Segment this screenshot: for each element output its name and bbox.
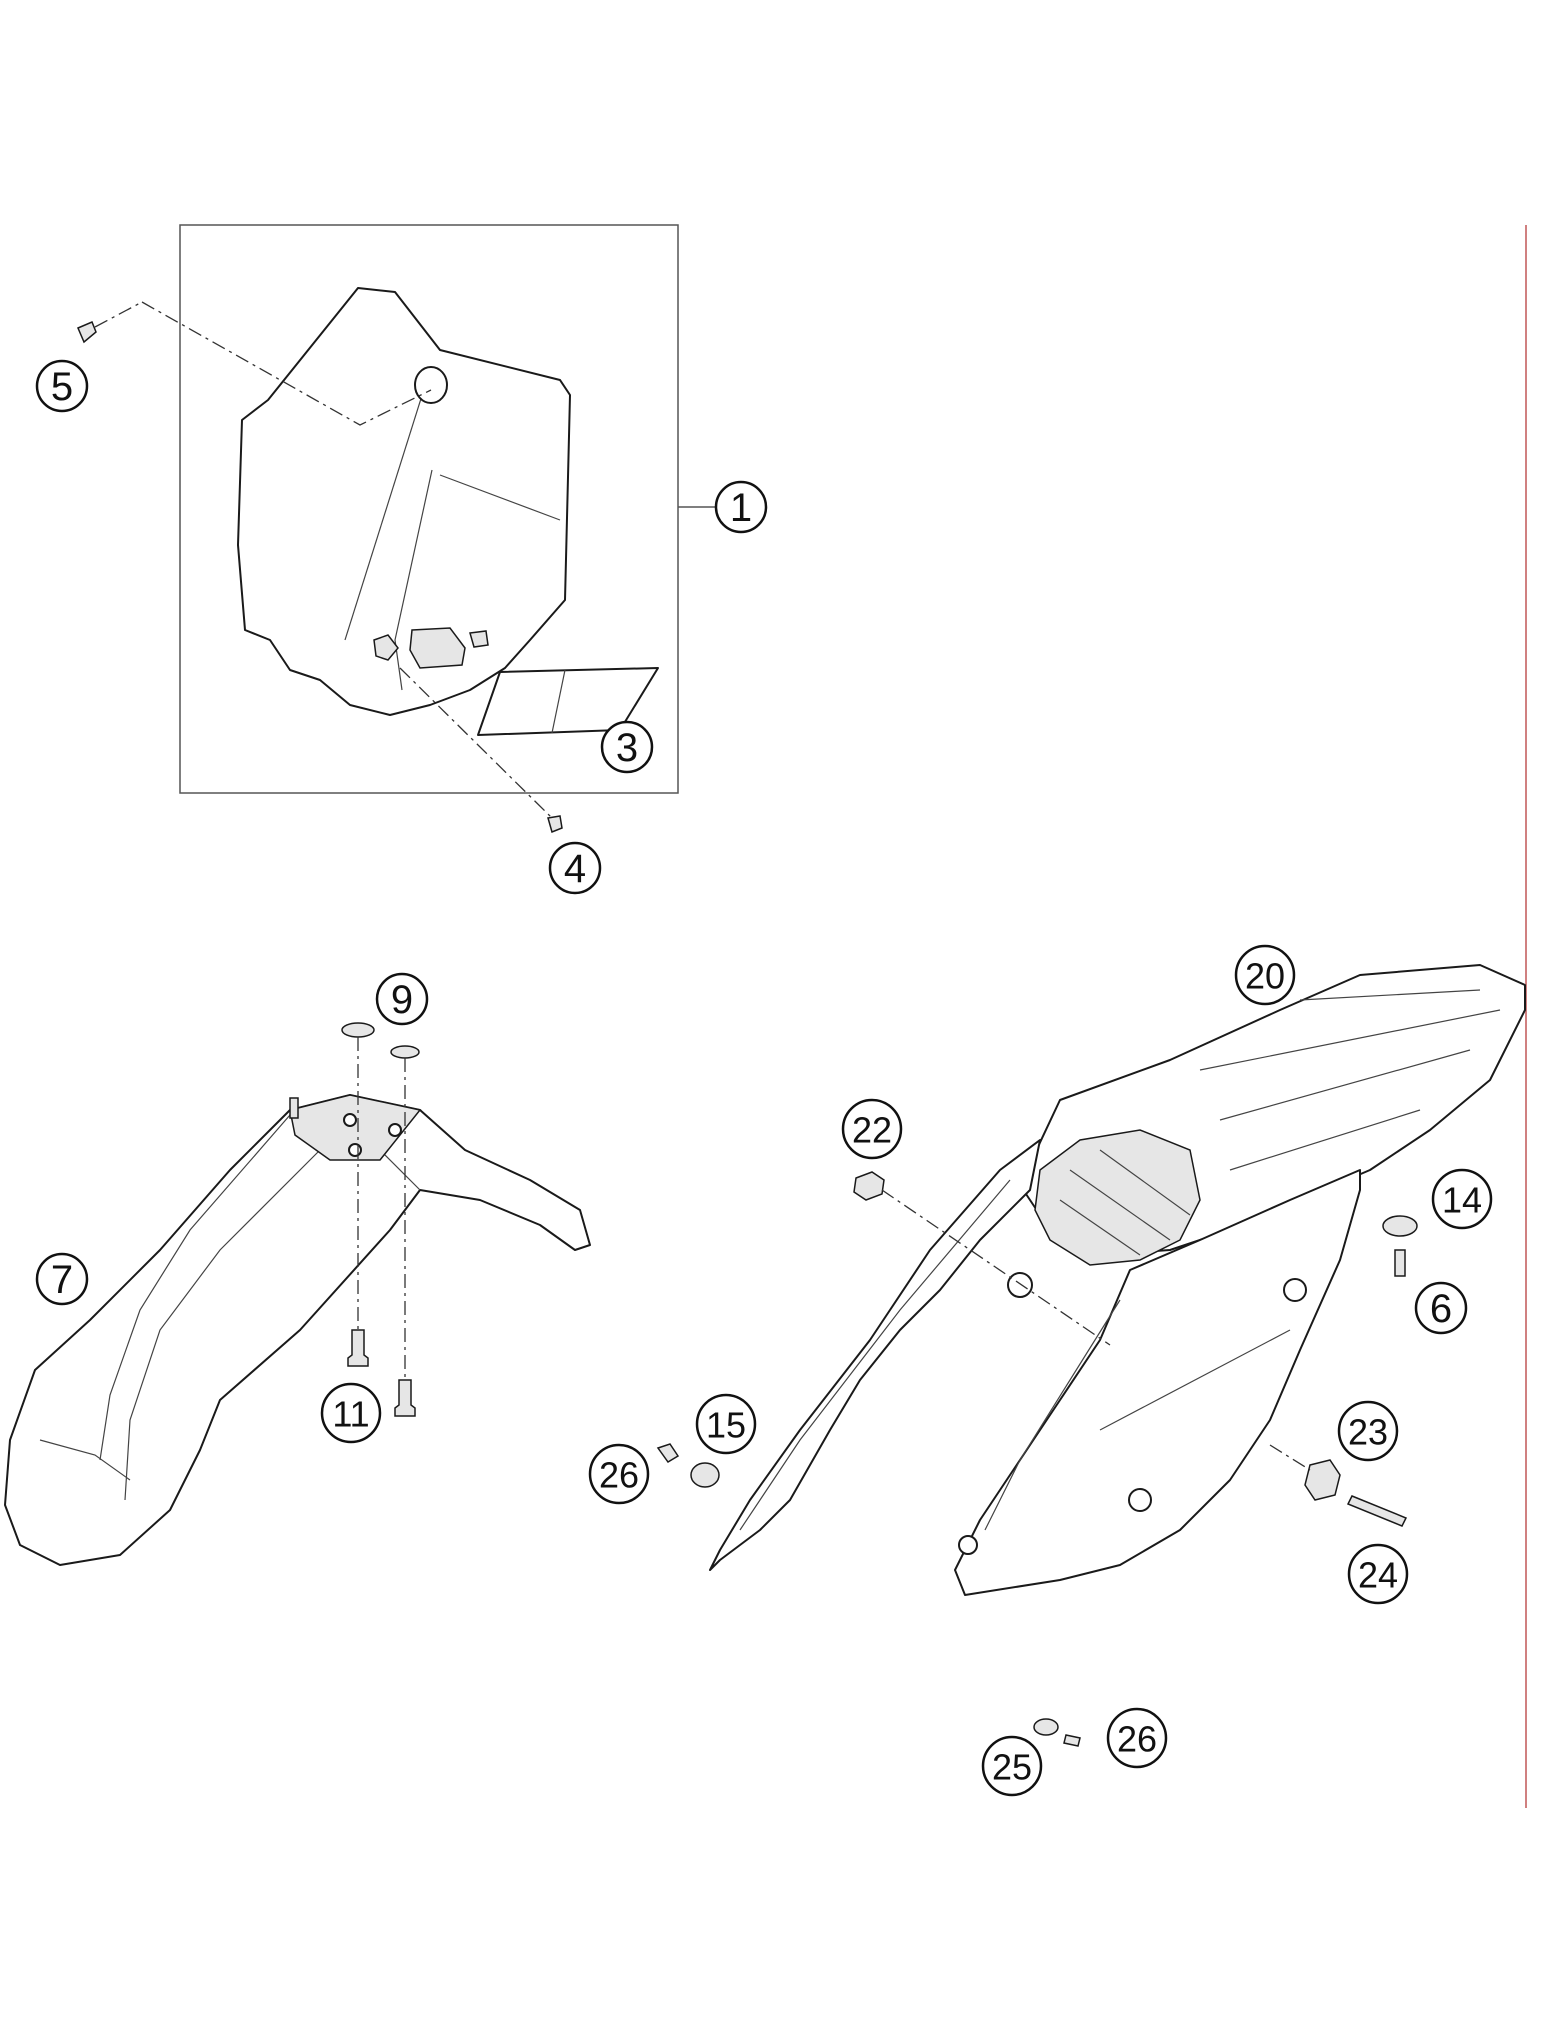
decal-divider (551, 669, 566, 734)
callout-3: 3 (600, 720, 654, 774)
washer-9b (390, 1045, 420, 1059)
rear-fender-well (1034, 1129, 1201, 1266)
right-panel-hole-2 (1128, 1488, 1152, 1512)
callout-24-label: 24 (1358, 1555, 1398, 1596)
rear-fender-mount-hole (1007, 1272, 1033, 1298)
callout-26-left-label: 26 (599, 1455, 639, 1496)
screw-26b (1063, 1734, 1081, 1747)
callout-5-label: 5 (51, 365, 73, 409)
callout-5: 5 (35, 359, 89, 413)
fender-pin (289, 1097, 299, 1119)
right-panel-hole-3 (958, 1535, 978, 1555)
callout-1: 1 (714, 480, 768, 534)
screw-5 (77, 321, 97, 344)
callout-4-label: 4 (564, 847, 586, 891)
plate-crease (344, 369, 431, 641)
left-side-panel (709, 1139, 1041, 1571)
spacer-23 (1304, 1459, 1341, 1501)
callout-22: 22 (841, 1098, 903, 1160)
axis-line-5 (94, 301, 143, 328)
axis-line-4 (399, 667, 553, 819)
fender-mount-hole-1 (343, 1113, 357, 1127)
bolt-24 (1346, 1495, 1408, 1527)
callout-7-label: 7 (51, 1258, 73, 1302)
callout-26-right-label: 26 (1117, 1719, 1157, 1760)
callout-25-label: 25 (992, 1747, 1032, 1788)
axis-line-23 (1269, 1444, 1311, 1471)
plate-mount-hole (414, 366, 448, 404)
fender-mount-plate (289, 1094, 422, 1161)
right-panel-rib-2 (1099, 1329, 1291, 1431)
fender-mount-hole-3 (348, 1143, 362, 1157)
plate-grommet (373, 634, 399, 661)
fender-mount-hole-2 (388, 1123, 402, 1137)
number-plate (237, 287, 571, 716)
rear-fender-well-lines (1059, 1149, 1191, 1256)
callout-15-label: 15 (706, 1405, 746, 1446)
callout-9-label: 9 (391, 978, 413, 1022)
rear-fender-rib-2 (1199, 1009, 1501, 1071)
callout-26-left: 26 (588, 1443, 650, 1505)
washer-9a (341, 1022, 375, 1038)
plate-clip (409, 627, 466, 669)
screw-6 (1394, 1249, 1406, 1277)
callout-11: 11 (320, 1382, 382, 1444)
callout-7: 7 (35, 1252, 89, 1306)
fender-rib-2 (124, 1149, 321, 1501)
callout-20: 20 (1234, 944, 1296, 1006)
plate-crease-2 (439, 474, 561, 521)
rear-fender-rib-3 (1219, 1049, 1471, 1121)
callout-22-label: 22 (852, 1110, 892, 1151)
bolt-11b (394, 1379, 416, 1417)
screw-26a (656, 1443, 680, 1463)
grommet-14 (1382, 1215, 1418, 1237)
fender-rib-1 (99, 1114, 291, 1461)
callout-11-label: 11 (332, 1394, 369, 1435)
callout-23-label: 23 (1348, 1412, 1388, 1453)
callout-14-label: 14 (1442, 1180, 1482, 1221)
screw-4 (547, 815, 563, 834)
rear-fender-group (656, 964, 1526, 1747)
axis-line-22 (881, 1189, 1111, 1346)
number-plate-group (77, 224, 716, 834)
callout-24: 24 (1347, 1543, 1409, 1605)
bolt-11a (347, 1329, 369, 1367)
callout-9: 9 (375, 972, 429, 1026)
callout-4: 4 (548, 841, 602, 895)
callout-26-right: 26 (1106, 1707, 1168, 1769)
rear-fender-rib-1 (1299, 989, 1481, 1001)
right-panel-rib-1 (984, 1299, 1121, 1531)
right-panel-hole-1 (1283, 1278, 1307, 1302)
assembly-frame (179, 224, 679, 794)
plate-tab (469, 630, 489, 648)
callout-20-label: 20 (1245, 956, 1285, 997)
callout-25: 25 (981, 1735, 1043, 1797)
washer-25 (1033, 1718, 1059, 1736)
callout-3-label: 3 (616, 726, 638, 770)
left-panel-rib (739, 1179, 1011, 1531)
front-fender (4, 1094, 591, 1566)
callout-1-label: 1 (730, 486, 752, 530)
callout-14: 14 (1431, 1168, 1493, 1230)
callout-15: 15 (695, 1393, 757, 1455)
callout-6: 6 (1414, 1281, 1468, 1335)
fender-rib-3 (39, 1439, 131, 1481)
callout-6-label: 6 (1430, 1287, 1452, 1331)
rear-fender-rib-4 (1229, 1109, 1421, 1171)
axis-line-5b (141, 301, 432, 426)
callout-23: 23 (1337, 1400, 1399, 1462)
nut-22 (853, 1171, 885, 1201)
grommet-15 (690, 1462, 720, 1488)
plate-inner-edge (394, 469, 433, 691)
front-fender-group (4, 1022, 591, 1566)
